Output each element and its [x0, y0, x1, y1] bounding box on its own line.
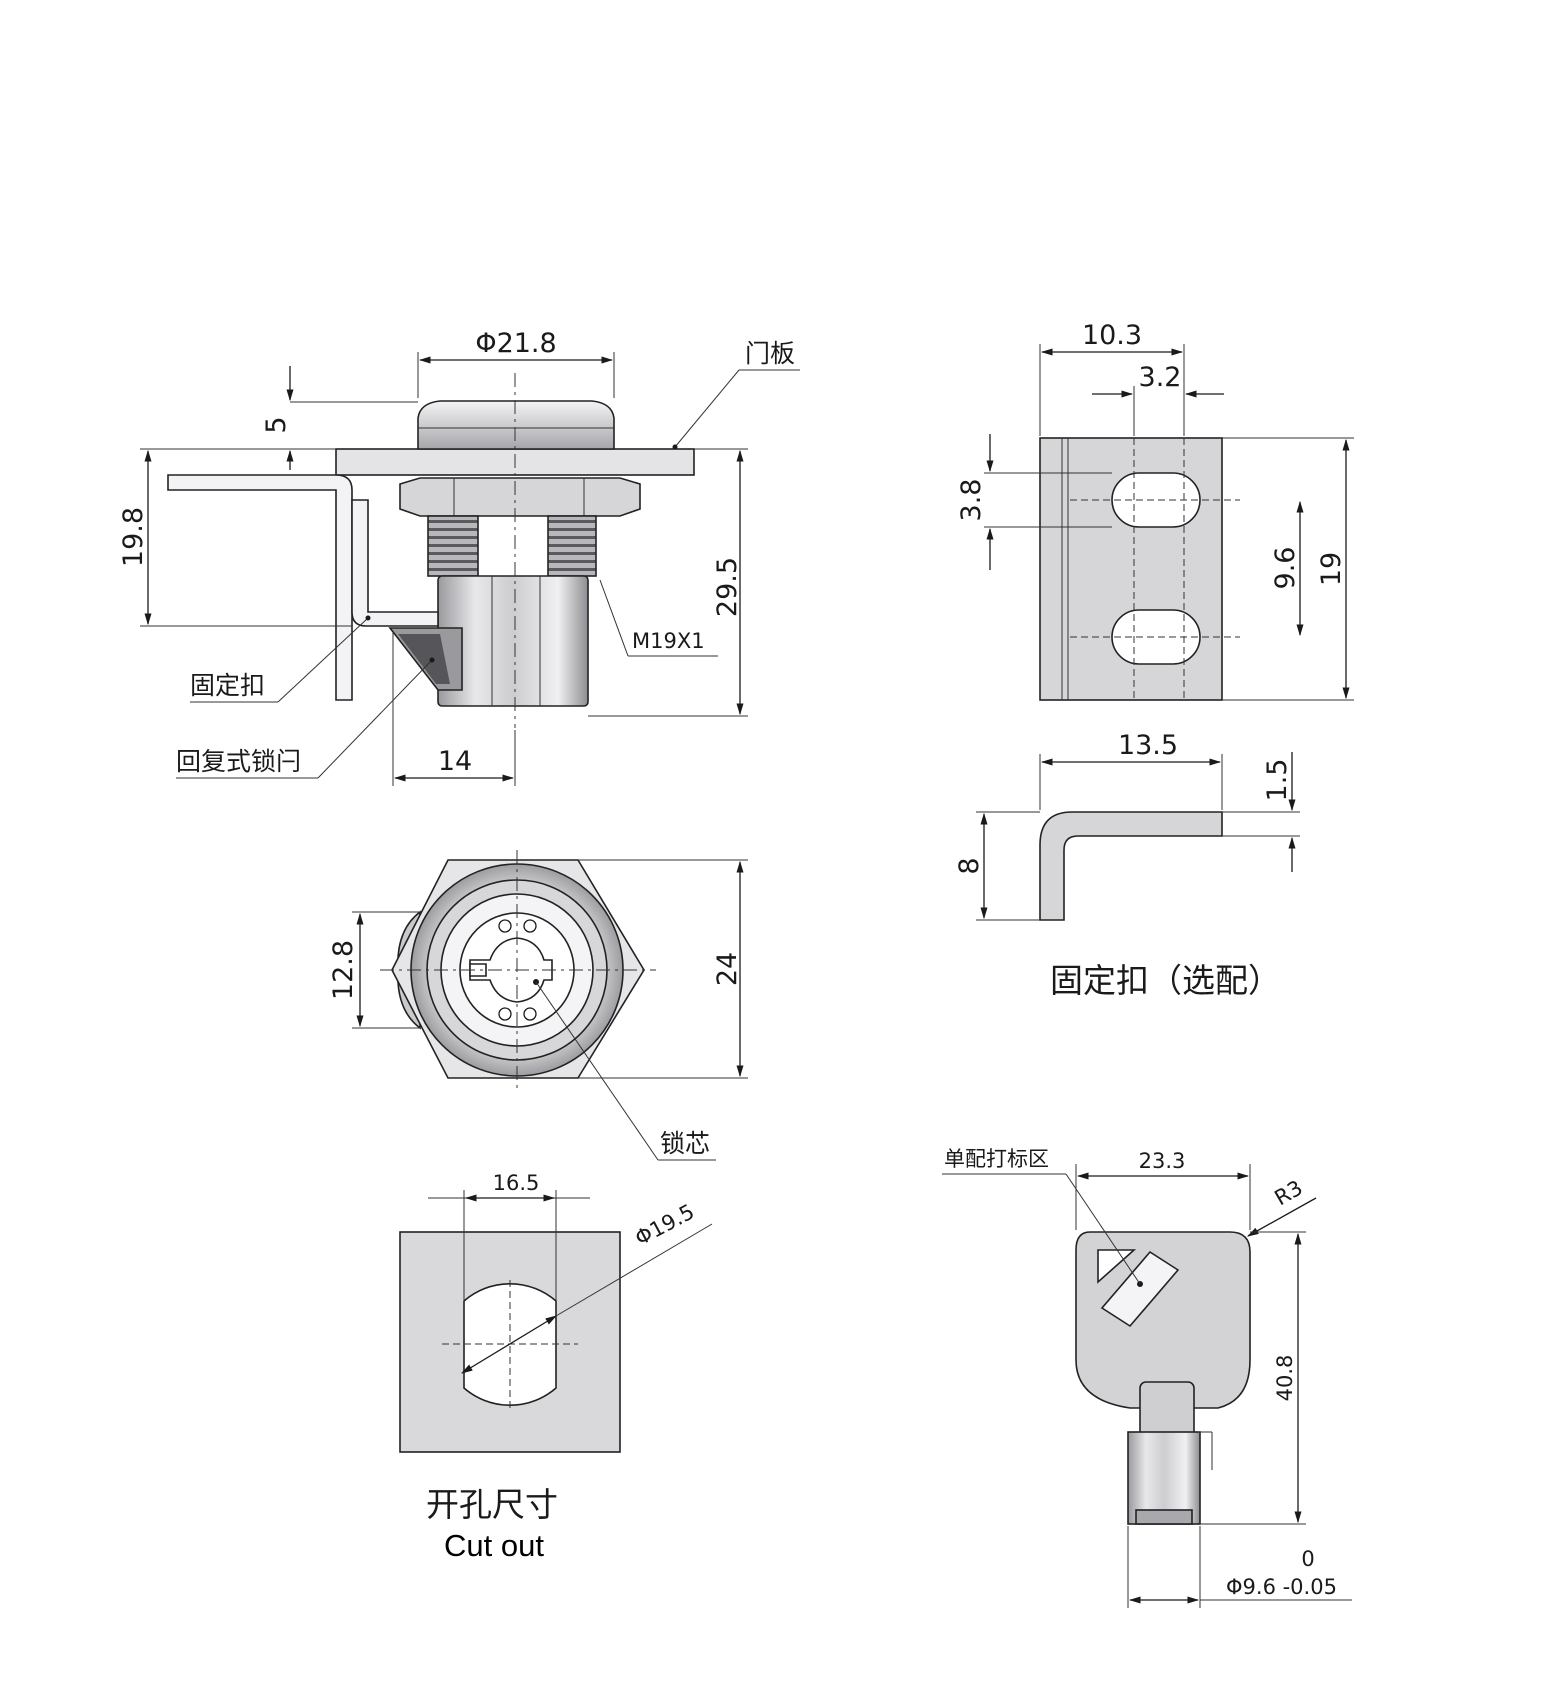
- label-lock-core: 锁芯: [660, 1129, 710, 1158]
- dim-24: 24: [712, 952, 743, 986]
- dim-shank-diameter: Φ9.6 -0.05: [1226, 1575, 1337, 1599]
- dim-23-3: 23.3: [1139, 1149, 1186, 1173]
- key-shank-housing: [1139, 1381, 1195, 1439]
- cutout-view: 16.5 Φ19.5 开孔尺寸 Cut out: [399, 1171, 713, 1563]
- bracket-clip: [167, 474, 353, 701]
- dim-14: 14: [438, 746, 472, 777]
- bracket-profile: [1039, 811, 1223, 921]
- dim-12-8: 12.8: [328, 940, 359, 1000]
- dim-1-5: 1.5: [1262, 759, 1293, 802]
- thread-left: [427, 515, 479, 577]
- label-bracket: 固定扣: [190, 671, 265, 700]
- bracket-caption: 固定扣（选配）: [1050, 961, 1281, 1000]
- key-shank: [1127, 1431, 1201, 1525]
- bracket-side-view: 13.5 1.5 8 固定扣（选配）: [954, 730, 1300, 1000]
- bracket-front-view: 10.3 3.2 3.8 9.6 19: [956, 320, 1354, 701]
- dim-diameter-19-5: Φ19.5: [631, 1200, 698, 1251]
- lock-side-view: Φ21.8 5 19.8 29.5 14 门板 M19X1 固定扣 回: [118, 328, 800, 786]
- dim-19: 19: [1316, 552, 1347, 586]
- cutout-caption-en: Cut out: [444, 1528, 544, 1563]
- dim-tolerance-upper: 0: [1301, 1547, 1314, 1571]
- label-latch: 回复式锁闩: [176, 747, 301, 776]
- hex-nut: [399, 477, 641, 517]
- label-key-marking: 单配打标区: [944, 1147, 1049, 1171]
- key-view: 23.3 单配打标区 R3 40.8 0 Φ9.6 -0.05: [942, 1147, 1352, 1608]
- dim-3-8: 3.8: [956, 479, 987, 522]
- dim-8: 8: [954, 857, 985, 874]
- lock-cap: [417, 400, 615, 450]
- dim-19-8: 19.8: [118, 507, 149, 567]
- dim-13-5: 13.5: [1118, 730, 1178, 761]
- thread-right: [547, 515, 597, 577]
- lock-front-view: 12.8 24 锁芯: [328, 850, 748, 1161]
- dim-5: 5: [261, 416, 292, 433]
- dim-diameter-21-8: Φ21.8: [475, 328, 556, 359]
- dim-16-5: 16.5: [493, 1171, 540, 1195]
- dim-r3: R3: [1271, 1176, 1307, 1211]
- dim-10-3: 10.3: [1082, 320, 1142, 351]
- cutout-caption-cn: 开孔尺寸: [426, 1485, 558, 1524]
- label-door-panel: 门板: [745, 339, 795, 368]
- dim-29-5: 29.5: [712, 557, 743, 617]
- dim-3-2: 3.2: [1139, 362, 1182, 393]
- dim-40-8: 40.8: [1273, 1355, 1297, 1402]
- label-thread: M19X1: [632, 629, 705, 653]
- dim-9-6: 9.6: [1270, 547, 1301, 590]
